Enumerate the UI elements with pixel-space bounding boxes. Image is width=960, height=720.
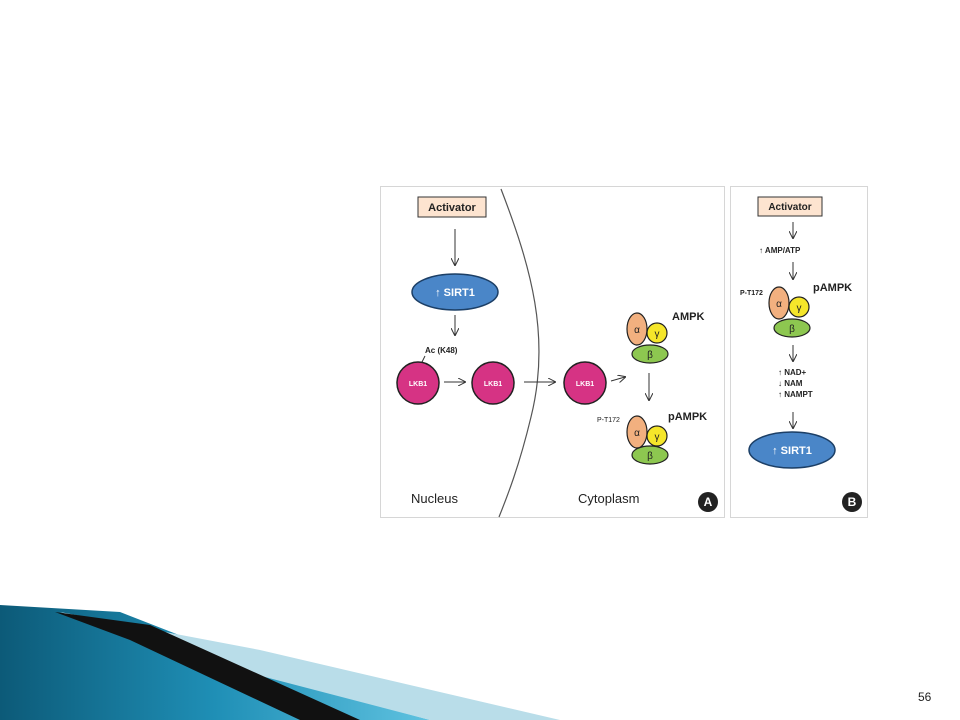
b-beta-label: β	[789, 324, 795, 335]
nucleus-label: Nucleus	[411, 491, 458, 506]
panel-b-badge	[842, 492, 862, 512]
nad-label: ↑ NAD+	[778, 368, 807, 377]
b-pampk-label: pAMPK	[813, 282, 852, 294]
b-phospho-label: P-T172	[740, 290, 763, 297]
figure-panel-b: Activator ↑ AMP/ATP P-T172 pAMPK α γ β ↑…	[730, 186, 868, 518]
lkb1-label-2: LKB1	[484, 381, 502, 388]
b-gamma-label: γ	[797, 303, 802, 314]
lkb1-node-1	[396, 361, 440, 405]
pampk-gamma-subunit	[646, 425, 668, 447]
ampk-complex: α γ β	[626, 312, 669, 364]
acetyl-label: Ac (K48)	[425, 346, 458, 355]
b-sirt1-label: ↑ SIRT1	[772, 445, 812, 457]
b-beta-subunit	[773, 318, 811, 338]
ampk-alpha-subunit	[626, 312, 648, 346]
nuclear-membrane	[498, 188, 540, 518]
b-sirt1-node	[748, 431, 836, 469]
lkb1-label-1: LKB1	[409, 381, 427, 388]
activator-label: Activator	[428, 202, 476, 214]
b-activator-box	[757, 196, 823, 217]
pampk-label: pAMPK	[668, 411, 707, 423]
sirt1-label: ↑ SIRT1	[435, 287, 475, 299]
amp-atp-label: ↑ AMP/ATP	[759, 246, 801, 255]
cytoplasm-label: Cytoplasm	[578, 491, 639, 506]
lkb1-node-3	[563, 361, 607, 405]
ampk-beta-label: β	[647, 350, 653, 361]
ampk-alpha-label: α	[634, 325, 640, 336]
lkb1-node-2	[471, 361, 515, 405]
pampk-beta-subunit	[631, 445, 669, 465]
black-swoosh	[55, 612, 360, 720]
phospho-label: P-T172	[597, 417, 620, 424]
nampt-label: ↑ NAMPT	[778, 390, 813, 399]
panel-b-letter: B	[848, 495, 857, 509]
pampk-gamma-label: γ	[655, 432, 660, 443]
panel-a-letter: A	[704, 495, 713, 509]
pampk-alpha-label: α	[634, 428, 640, 439]
b-pampk-complex: α γ β	[768, 286, 811, 338]
ampk-gamma-label: γ	[655, 329, 660, 340]
pampk-beta-label: β	[647, 451, 653, 462]
page-number: 56	[918, 690, 932, 704]
pampk-alpha-subunit	[626, 415, 648, 449]
ampk-label: AMPK	[672, 311, 704, 323]
sirt1-node	[411, 273, 499, 311]
b-alpha-label: α	[776, 299, 782, 310]
b-gamma-subunit	[788, 296, 810, 318]
lkb1-label-3: LKB1	[576, 381, 594, 388]
pampk-complex: α γ β	[626, 415, 669, 465]
arrow-lkb1-ampk	[610, 377, 625, 381]
ampk-beta-subunit	[631, 344, 669, 364]
ampk-gamma-subunit	[646, 322, 668, 344]
b-activator-label: Activator	[768, 202, 811, 213]
b-alpha-subunit	[768, 286, 790, 320]
figure-panel-a: Activator ↑ SIRT1 Ac (K48) LKB1 LKB1 LKB…	[380, 186, 725, 518]
nam-label: ↓ NAM	[778, 379, 803, 388]
activator-box	[417, 196, 487, 218]
light-swoosh	[60, 612, 560, 720]
panel-a-badge	[698, 492, 718, 512]
